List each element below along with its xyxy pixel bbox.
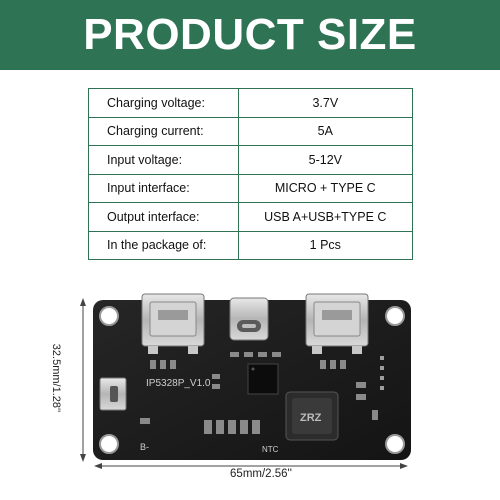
- spec-label: Charging voltage:: [88, 88, 239, 118]
- spec-row: Output interface: USB A+USB+TYPE C: [88, 202, 414, 232]
- spec-value: 5A: [237, 116, 414, 146]
- spec-label: Charging current:: [88, 116, 239, 146]
- spec-value: 1 Pcs: [237, 230, 414, 260]
- spec-value: 5-12V: [237, 145, 414, 175]
- spec-row: Input voltage: 5-12V: [88, 145, 414, 175]
- usb-a-port-left: [141, 293, 205, 354]
- pcb-board: IP5328P_V1.0 ZRZ NTC B-: [93, 293, 411, 460]
- ic-chip: [247, 363, 279, 395]
- width-dimension-line: [94, 463, 408, 469]
- height-dimension-label: 32.5mm/1.28'': [50, 343, 62, 413]
- banner-title: PRODUCT SIZE: [83, 10, 417, 59]
- battery-negative-label: B-: [140, 442, 149, 452]
- mount-hole: [99, 434, 119, 454]
- usb-c-port: [229, 297, 269, 341]
- header-banner: PRODUCT SIZE: [0, 0, 500, 70]
- spec-label: In the package of:: [88, 230, 239, 260]
- spec-value: MICRO + TYPE C: [237, 173, 414, 203]
- smd-components: [140, 352, 378, 434]
- product-image: IP5328P_V1.0 ZRZ NTC B-: [0, 280, 500, 500]
- usb-a-port-right: [305, 293, 369, 354]
- inductor-label: ZRZ: [300, 412, 322, 424]
- width-dimension-label: 65mm/2.56'': [230, 468, 292, 480]
- board-model-label: IP5328P_V1.0: [146, 378, 211, 389]
- spec-label: Output interface:: [88, 202, 239, 232]
- spec-label: Input interface:: [88, 173, 239, 203]
- inductor: [285, 391, 339, 441]
- spec-row: In the package of: 1 Pcs: [88, 230, 414, 260]
- spec-row: Charging current: 5A: [88, 116, 414, 146]
- width-dimension: 65mm/2.56'': [0, 468, 500, 480]
- spec-row: Input interface: MICRO + TYPE C: [88, 173, 414, 203]
- spec-row: Charging voltage: 3.7V: [88, 88, 414, 118]
- spec-value: USB A+USB+TYPE C: [237, 202, 414, 232]
- pcb-board-illustration: IP5328P_V1.0 ZRZ NTC B-: [80, 293, 411, 469]
- micro-usb-port: [99, 377, 127, 411]
- mount-hole: [385, 434, 405, 454]
- spec-label: Input voltage:: [88, 145, 239, 175]
- led-indicator-row: [380, 356, 384, 390]
- mount-hole: [385, 306, 405, 326]
- spec-value: 3.7V: [237, 88, 414, 118]
- ntc-label: NTC: [262, 445, 279, 454]
- spec-table: Charging voltage: 3.7V Charging current:…: [88, 88, 414, 260]
- mount-hole: [99, 306, 119, 326]
- height-dimension-line: [80, 298, 86, 462]
